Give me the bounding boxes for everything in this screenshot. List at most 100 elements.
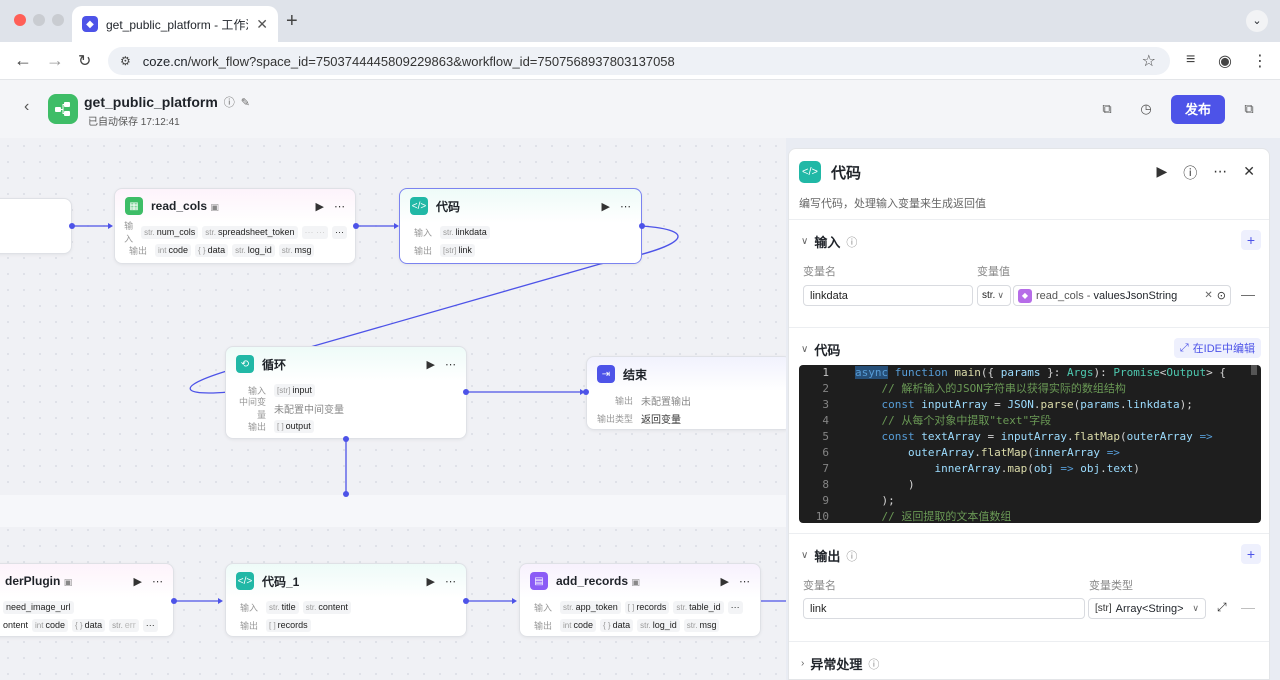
input-section: ∨ 输入 ⓘ + 变量名 变量值 linkdata str.∨ ◆ read_c… [789, 219, 1269, 327]
chevron-right-icon[interactable]: › [801, 658, 805, 669]
error-section-header[interactable]: › 异常处理 ⓘ [801, 654, 879, 673]
more-icon[interactable]: ⋯ [334, 200, 345, 213]
chevron-down-icon[interactable]: ∨ [801, 550, 809, 561]
plugin-node[interactable]: derPlugin ▣ ▶⋯ need_image_url ontent int… [0, 563, 174, 637]
output-type-select[interactable]: [str] Array<String> ∨ [1088, 598, 1206, 619]
run-node-icon[interactable]: ▶ [426, 358, 435, 371]
expand-icon[interactable]: ⤢ [1217, 600, 1227, 614]
close-panel-icon[interactable]: ✕ [1243, 163, 1255, 179]
line-number: 1 [822, 366, 829, 379]
more-params-icon[interactable]: ··· [332, 225, 347, 239]
run-node-icon[interactable]: ▶ [315, 200, 324, 213]
loop-node[interactable]: ⟲ 循环 ▶⋯ 输入 [str]input 中间变量 未配置中间变量 输出 [ … [225, 346, 467, 439]
input-label: 输入 [247, 385, 266, 396]
back-arrow-icon[interactable]: ← [14, 50, 32, 70]
input-section-header[interactable]: ∨ 输入 ⓘ [801, 232, 857, 251]
loop-body-port-bottom[interactable] [343, 491, 349, 497]
plugin-node-output-port[interactable] [171, 598, 177, 604]
output-label: 输出 [533, 620, 552, 631]
input-type-select[interactable]: str.∨ [977, 285, 1011, 306]
plugin-icon: ◆ [1018, 288, 1032, 303]
edit-in-ide-button[interactable]: ⤢ 在IDE中编辑 [1173, 338, 1261, 358]
editor-scrollbar[interactable] [1251, 365, 1257, 375]
run-node-icon[interactable]: ▶ [720, 575, 729, 588]
clear-icon[interactable]: ✕ [1204, 290, 1213, 301]
code-1-output-port[interactable] [463, 598, 469, 604]
node-title: 代码_1 [262, 574, 300, 589]
code-1-node[interactable]: </> 代码_1 ▶⋯ 输入 str.title str.content 输出 … [225, 563, 467, 637]
bookmark-star-icon[interactable]: ☆ [1141, 53, 1156, 70]
window-copy-icon[interactable]: ⧉ [1244, 101, 1254, 116]
run-node-icon[interactable]: ▶ [426, 575, 435, 588]
chevron-down-icon: ∨ [1192, 603, 1199, 613]
info-icon[interactable]: ⓘ [223, 97, 235, 109]
maximize-window-button[interactable] [52, 14, 64, 26]
workflow-canvas[interactable]: ▦ read_cols ▣ ▶⋯ 输入 str.num_cols str.spr… [0, 138, 786, 680]
input-var-reference[interactable]: ◆ read_cols - valuesJsonString ✕ ⊙ [1013, 285, 1231, 306]
start-node-output-port[interactable] [69, 223, 75, 229]
output-var-name-field[interactable]: link [803, 598, 1085, 619]
close-tab-icon[interactable]: ✕ [256, 15, 268, 32]
close-window-button[interactable] [14, 14, 26, 26]
info-icon[interactable]: ⓘ [846, 550, 858, 563]
run-node-icon[interactable]: ▶ [1156, 163, 1168, 179]
more-icon[interactable]: ⋯ [445, 575, 456, 588]
end-node[interactable]: ⇥ 结束 输出 未配置输出 输出类型 返回变量 [586, 356, 786, 430]
reading-list-icon[interactable]: ≡ [1186, 51, 1196, 68]
more-icon[interactable]: ⋯ [1213, 163, 1228, 179]
start-node[interactable] [0, 198, 72, 254]
tab-search-icon[interactable]: ⌄ [1246, 10, 1268, 32]
site-settings-icon[interactable]: ⚙ [120, 54, 131, 68]
line-number: 2 [822, 382, 829, 395]
read-cols-output-port[interactable] [353, 223, 359, 229]
copy-icon[interactable]: ⧉ [1102, 101, 1112, 116]
more-params-icon[interactable]: ··· [142, 618, 158, 632]
input-var-name-field[interactable]: linkdata [803, 285, 973, 306]
browser-tab-bar: ◆ get_public_platform - 工作流 ✕ + ⌄ [0, 0, 1280, 42]
help-icon[interactable]: ⓘ [1183, 165, 1198, 181]
output-section-header[interactable]: ∨ 输出 ⓘ [801, 546, 857, 565]
ref-separator: - [1083, 289, 1094, 302]
run-node-icon[interactable]: ▶ [601, 200, 610, 213]
code-node-output-port[interactable] [639, 223, 645, 229]
more-icon[interactable]: ⋯ [620, 200, 631, 213]
back-chevron-icon[interactable]: ‹ [24, 98, 30, 115]
remove-input-button[interactable]: — [1241, 286, 1255, 302]
add-output-button[interactable]: + [1241, 544, 1261, 564]
more-icon[interactable]: ⋯ [152, 575, 163, 588]
param-chip: str.app_token [560, 600, 621, 614]
add-records-node[interactable]: ▤ add_records ▣ ▶⋯ 输入 str.app_token [ ]r… [519, 563, 761, 637]
code-section-header[interactable]: ∨ 代码 [801, 340, 840, 359]
loop-body-port[interactable] [343, 436, 349, 442]
chevron-down-icon[interactable]: ∨ [801, 344, 809, 355]
forward-arrow-icon[interactable]: → [46, 50, 64, 70]
loop-node-output-port[interactable] [463, 389, 469, 395]
info-icon[interactable]: ⓘ [846, 236, 858, 249]
browser-tab[interactable]: ◆ get_public_platform - 工作流 ✕ [72, 6, 278, 42]
publish-button[interactable]: 发布 [1171, 95, 1225, 124]
remove-output-button[interactable]: — [1241, 599, 1255, 615]
more-icon[interactable]: ⋯ [445, 358, 456, 371]
read-cols-node[interactable]: ▦ read_cols ▣ ▶⋯ 输入 str.num_cols str.spr… [114, 188, 356, 264]
url-field[interactable]: ⚙ coze.cn/work_flow?space_id=75037444458… [108, 47, 1170, 75]
add-input-button[interactable]: + [1241, 230, 1261, 250]
param-chip: str.log_id [637, 618, 680, 632]
new-tab-icon[interactable]: + [286, 10, 298, 32]
profile-icon[interactable]: ◉ [1218, 53, 1232, 70]
history-icon[interactable]: ◷ [1140, 101, 1152, 116]
more-params-icon[interactable]: ··· [727, 600, 743, 614]
code-node[interactable]: </> 代码 ▶⋯ 输入 str.linkdata 输出 [str]link [399, 188, 642, 264]
more-icon[interactable]: ⋯ [739, 575, 750, 588]
chevron-down-icon[interactable]: ∨ [801, 236, 809, 247]
reload-icon[interactable]: ↻ [78, 53, 92, 70]
minimize-window-button[interactable] [33, 14, 45, 26]
edit-icon[interactable]: ✎ [240, 96, 251, 109]
code-icon: </> [410, 197, 428, 215]
run-node-icon[interactable]: ▶ [133, 575, 142, 588]
variable-picker-icon[interactable]: ⊙ [1216, 290, 1226, 302]
info-icon[interactable]: ⓘ [868, 658, 880, 671]
end-node-input-port[interactable] [583, 389, 589, 395]
browser-menu-icon[interactable]: ⋮ [1252, 53, 1268, 70]
param-chip: str.err [109, 618, 139, 632]
